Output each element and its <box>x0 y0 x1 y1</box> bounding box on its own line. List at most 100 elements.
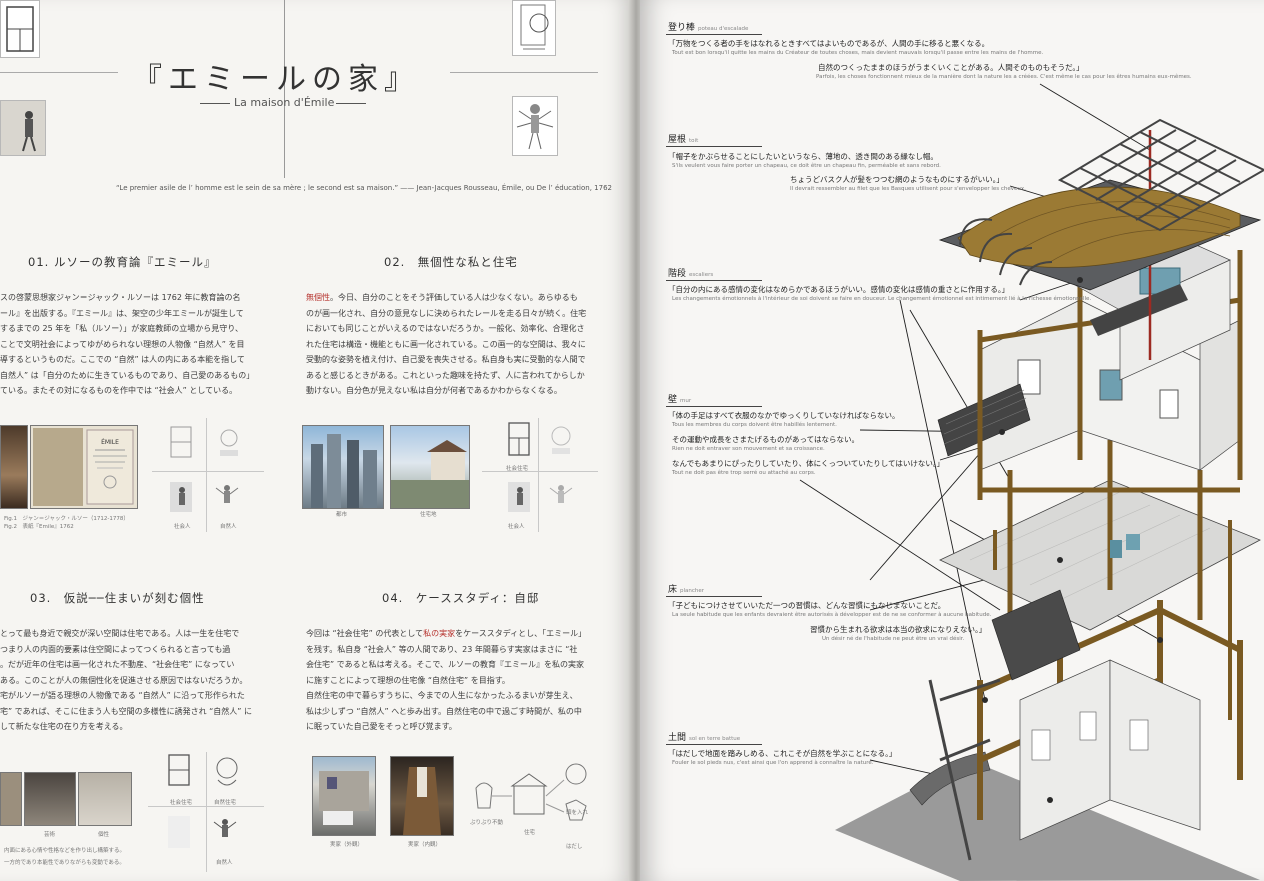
divider-left <box>0 72 118 73</box>
label-underline-3 <box>666 280 762 281</box>
rousseau-quote: “Le premier asile de l’ homme est le sei… <box>116 184 612 192</box>
caption-s04-c: ぶりぶり不動 <box>470 820 504 826</box>
section-body-02: 無個性。今日、自分のことをそう評価している人は少なくない。あらゆるも のが画一化… <box>306 293 587 395</box>
label-underline-2 <box>666 146 762 147</box>
caption-s03-c: 社会住宅 <box>170 800 193 806</box>
page-title: 『エミールの家』 <box>132 62 420 97</box>
label-wall-fr-3: Tout ne doit pas être trop serré ou atta… <box>672 470 816 476</box>
caption-s01-a: 社会人 <box>174 524 191 530</box>
label-earthen-floor-ja-1: 「はだしで地面を踏みしめる、これこそが自然を学ぶことになる。」 <box>668 749 897 758</box>
family-home-exterior-photo <box>312 756 376 836</box>
roof-structure <box>938 118 1264 291</box>
caption-s02-b: 住宅地 <box>420 512 437 518</box>
label-roof-ja-2: ちょうどバスク人が髪をつつむ網のようなものにするがいい。」 <box>790 175 1004 184</box>
caption-s03-note2: 一方的であり本能性でありながらも変動である。 <box>4 860 125 866</box>
emile-book-cover-photo: ÉMILE <box>30 425 138 509</box>
section-body-03: とって最も身近で親交が深い空間は住宅である。人は一生を住宅で つまり人の内面的要… <box>0 629 252 731</box>
floorplan-icon-03 <box>166 752 192 788</box>
grid-v-03 <box>206 752 207 872</box>
label-floor-ja-2: 習慣から生まれる欲求は本当の欲求になりえない。」 <box>810 625 987 634</box>
section-heading-04: 04. ケーススタディ：自邸 <box>382 591 540 605</box>
section-heading-02: 02. 無個性な私と住宅 <box>384 255 518 269</box>
natural-person-icon-01 <box>214 480 240 514</box>
caption-s01-b: 自然人 <box>220 524 237 530</box>
person-walking-thumb <box>0 100 46 156</box>
section-heading-01: 01. ルソーの教育論『エミール』 <box>28 255 217 269</box>
section-body-01: スの啓蒙思想家ジャン＝ジャック・ルソーは 1762 年に教育論の名 ール』を出版… <box>0 293 255 395</box>
exterior-spiral-stair <box>909 751 991 806</box>
caption-fig2: Fig.2 表紙『Emile』1762 <box>4 524 74 530</box>
grid-v-02 <box>538 418 539 532</box>
label-climbing-pole-fr-1: Tout est bon lorsqu'il quitte les mains … <box>672 50 1044 56</box>
figure-sketch-thumb-top <box>512 0 556 56</box>
label-underline-5 <box>666 596 762 597</box>
page-subtitle: La maison d'Émile <box>234 96 335 109</box>
house-and-body-sketch <box>470 760 600 838</box>
floorplan-icon-01 <box>168 424 194 460</box>
natural-person-icon-02 <box>548 480 574 514</box>
upper-floor-walls <box>937 280 1243 500</box>
ground-floor-walls <box>1019 659 1201 841</box>
label-roof-fr-2: Il devrait ressembler au filet que les B… <box>790 186 1026 192</box>
caption-s04-d: 住宅 <box>524 830 536 836</box>
floorplan-sketch-thumb <box>0 0 40 58</box>
interior-photo-a <box>0 772 22 826</box>
label-floor-fr-1: La seule habitude que les enfants devrai… <box>672 612 992 618</box>
grid-h-01 <box>152 471 264 472</box>
caption-s03-a: 芸術 <box>44 832 56 838</box>
caption-s02-c: 社会住宅 <box>506 466 529 472</box>
caption-s04-e: 頭を入れ <box>566 810 589 816</box>
family-home-hallway-photo <box>390 756 454 836</box>
person-icon-03 <box>166 814 192 850</box>
label-earthen-floor-fr-1: Fouler le sol pieds nus, c'est ainsi que… <box>672 760 874 766</box>
label-wall-ja-2: その運動や成長をさまたげるものがあってはならない。 <box>672 435 859 444</box>
caption-s02-d: 社会人 <box>508 524 525 530</box>
caption-s04-f: はだし <box>566 844 583 850</box>
caption-s03-e: 自然人 <box>216 860 233 866</box>
label-floor-fr-2: Un désir né de l'habitude ne peut être u… <box>822 636 965 642</box>
subtitle-rule-right <box>336 103 366 104</box>
caption-s03-b: 個性 <box>98 832 110 838</box>
label-roof-fr-1: S'ils veulent vous faire porter un chape… <box>672 163 941 169</box>
label-climbing-pole-ja-2: 自然のつくったままのほうがうまくいくことがある。人間そのものもそうだ。」 <box>818 63 1084 72</box>
person-icon-02 <box>506 480 532 514</box>
middle-floor-level <box>939 440 1261 681</box>
label-underline-4 <box>666 406 762 407</box>
caption-s04-b: 実家（内観） <box>408 842 442 848</box>
section-heading-03: 03. 仮説──住まいが刻む個性 <box>30 591 205 605</box>
figure-icon-03 <box>210 752 244 792</box>
multi-arm-figure-thumb <box>512 96 558 156</box>
natural-person-icon-03 <box>212 814 238 850</box>
label-roof-ja-1: 「帽子をかぶらせることにしたいというなら、薄地の、透き間のある縁なし帽。 <box>668 152 938 161</box>
label-wall-ja-3: なんでもあまりにぴったりしていたり、体にくっついていたりしてはいけない。」 <box>672 459 945 468</box>
label-underline-1 <box>666 34 762 35</box>
figure-icon-01 <box>214 424 244 460</box>
isometric-exploded-house-drawing <box>799 83 1264 881</box>
caption-s03-d: 自然住宅 <box>214 800 237 806</box>
label-wall-ja-1: 「体の手足はすべて衣服のなかでゆっくりしていなければならない。 <box>668 411 900 420</box>
label-floor-ja-1: 「子どもにつけさせていいただ一つの習慣は、どんな習慣にもなじまないことだ。 <box>668 601 946 610</box>
figure-icon-02 <box>546 420 576 458</box>
label-climbing-pole-ja-1: 「万物をつくる者の手をはなれるときすべてはよいものであるが、人間の手に移ると悪く… <box>668 39 990 48</box>
left-page: 『エミールの家』 La maison d'Émile “Le premier a… <box>0 0 632 881</box>
label-wall-fr-1: Tous les membres du corps doivent être h… <box>672 422 837 428</box>
divider-right <box>450 72 598 73</box>
city-buildings-photo <box>302 425 384 509</box>
label-underline-6 <box>666 744 762 745</box>
caption-s03-note1: 内面にある心情や性格などを作り出し構築する。 <box>4 848 126 854</box>
grid-h-02 <box>482 471 598 472</box>
label-wall-fr-2: Rien ne doit entraver son mouvement et s… <box>672 446 825 452</box>
caption-fig1: Fig.1 ジャン＝ジャック・ルソー（1712-1778） <box>4 516 129 522</box>
subtitle-rule-left <box>200 103 230 104</box>
svg-text:ÉMILE: ÉMILE <box>101 438 119 446</box>
rousseau-portrait-photo <box>0 425 28 509</box>
person-icon-01 <box>168 480 194 514</box>
